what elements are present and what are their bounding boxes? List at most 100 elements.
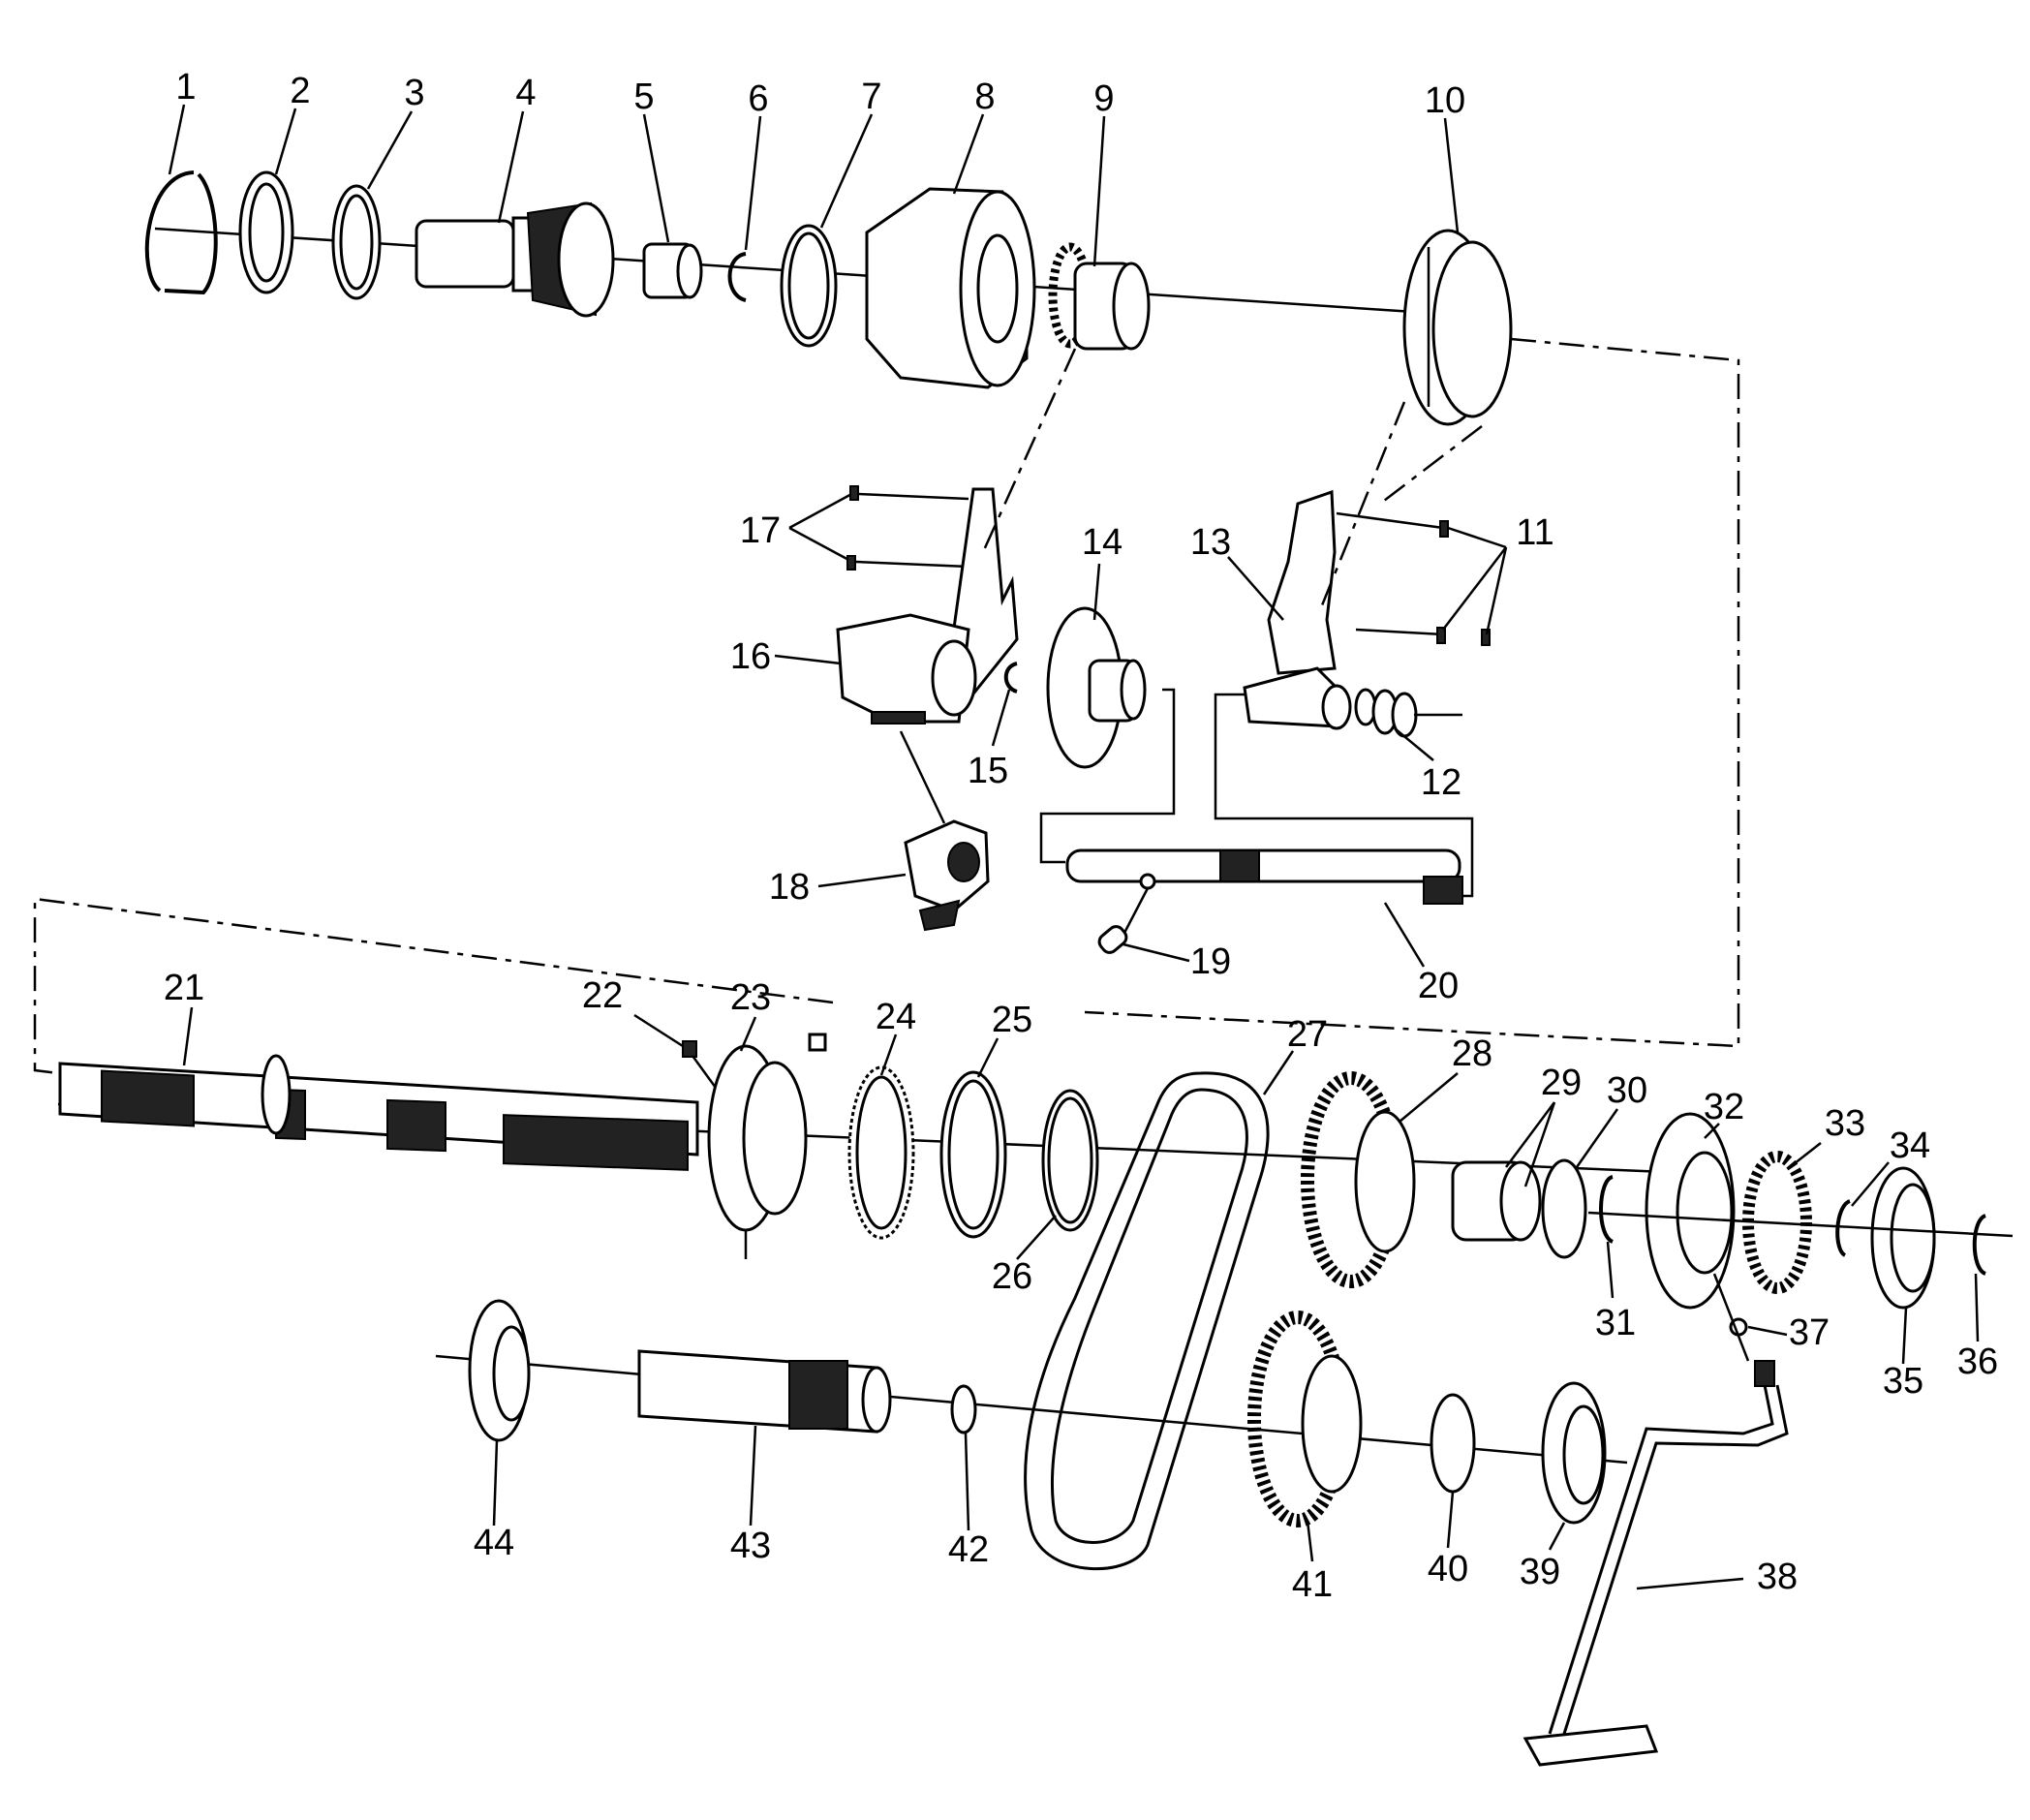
- part-11-pad-b: [1436, 627, 1446, 644]
- leader-4: [497, 110, 525, 224]
- callout-39: 39: [1520, 1552, 1560, 1592]
- part-31-snap-ring: [1599, 1175, 1615, 1244]
- part-20-rail-end: [1423, 876, 1463, 905]
- part-10-collar-face: [1431, 240, 1513, 418]
- part-40-washer: [1430, 1393, 1476, 1494]
- shift-fork-assembly: [788, 348, 1508, 954]
- leader-14: [1092, 563, 1101, 621]
- part-38-tube-b: [1562, 1384, 1789, 1735]
- callout-3: 3: [404, 73, 424, 113]
- callout-27: 27: [1287, 1014, 1328, 1055]
- leader-41: [1306, 1520, 1314, 1562]
- part-41-hub: [1301, 1354, 1363, 1494]
- part-5-bearing-face: [676, 243, 703, 299]
- callout-42: 42: [948, 1529, 989, 1570]
- part-24-blocker-inner: [855, 1075, 907, 1230]
- leader-20: [1383, 902, 1426, 968]
- part-8-carrier-hub: [976, 233, 1019, 344]
- part-43-splines: [788, 1360, 848, 1430]
- callout-14: 14: [1082, 522, 1123, 563]
- lower-centerline: [435, 1354, 1628, 1465]
- leader-27: [1262, 1050, 1295, 1095]
- part-34-snap-ring: [1835, 1199, 1852, 1257]
- callout-31: 31: [1595, 1303, 1636, 1343]
- part-17-pad-a: [849, 485, 859, 501]
- callout-32: 32: [1704, 1087, 1744, 1127]
- part-1-snap-ring: [144, 170, 195, 293]
- rail-bracket-left: [1039, 688, 1176, 864]
- part-27-chain-inner: [1050, 1088, 1248, 1544]
- collar-to-fork-dashed-2: [1379, 425, 1483, 505]
- callout-44: 44: [474, 1523, 514, 1563]
- part-30-washer: [1541, 1158, 1587, 1259]
- leader-42: [964, 1433, 970, 1531]
- callout-40: 40: [1428, 1549, 1468, 1589]
- part-2-washer-inner: [248, 182, 285, 283]
- tube-axis: [1712, 1273, 1750, 1362]
- part-38-tube-a: [1548, 1384, 1774, 1735]
- part-27-chain-outer: [1024, 1071, 1270, 1571]
- part-13-bore: [1321, 684, 1352, 730]
- part-43-shaft-end: [861, 1366, 892, 1434]
- part-22-key: [682, 1040, 697, 1058]
- part-38-tube-fitting: [1754, 1360, 1775, 1387]
- callout-22: 22: [582, 975, 623, 1016]
- part-13-fork: [1267, 489, 1337, 675]
- output-shaft-assembly: [435, 1299, 1628, 1527]
- leader-39: [1548, 1522, 1566, 1551]
- callout-41: 41: [1292, 1564, 1333, 1605]
- callout-33: 33: [1825, 1103, 1865, 1144]
- leader-8: [952, 113, 985, 195]
- leader-33: [1789, 1142, 1822, 1168]
- part-4-gear-face: [557, 201, 615, 318]
- callout-23: 23: [730, 977, 771, 1018]
- leader-43: [749, 1425, 757, 1527]
- part-4-shaft: [415, 219, 515, 289]
- leader-37: [1747, 1325, 1788, 1337]
- part-21-spline-d: [503, 1114, 689, 1171]
- callout-16: 16: [730, 636, 771, 677]
- leader-11: [1442, 526, 1508, 635]
- part-20-rail: [1065, 848, 1461, 883]
- callout-28: 28: [1452, 1033, 1492, 1074]
- callout-36: 36: [1957, 1342, 1998, 1382]
- leader-10: [1443, 117, 1460, 233]
- part-21-spline-c: [386, 1098, 446, 1153]
- leader-30: [1575, 1108, 1619, 1168]
- part-11-guide-a: [1336, 511, 1444, 530]
- part-1-snap-ring-back: [164, 172, 218, 295]
- callout-19: 19: [1190, 941, 1231, 982]
- part-11-guide-b: [1355, 628, 1444, 636]
- part-18-leader-path: [899, 730, 946, 824]
- callout-11: 11: [1516, 512, 1553, 553]
- part-7-ring-inner: [787, 231, 830, 340]
- leader-1: [168, 104, 186, 175]
- part-20-rail-splines: [1219, 849, 1260, 882]
- callout-numbers: 1 2 3 4 5 6 7 8 9 10 11 12 13 14 15 16 1…: [164, 67, 1998, 1605]
- callout-2: 2: [290, 71, 310, 111]
- callout-25: 25: [992, 1000, 1032, 1040]
- part-6-snap-ring: [727, 252, 747, 302]
- output-centerline: [1587, 1211, 2014, 1238]
- callout-29: 29: [1541, 1063, 1582, 1103]
- leader-35: [1901, 1307, 1908, 1365]
- part-29-bearing-face: [1499, 1160, 1542, 1242]
- leader-lines: [168, 104, 1980, 1590]
- part-16-fork-bore: [931, 639, 977, 717]
- callout-34: 34: [1890, 1126, 1930, 1166]
- callout-6: 6: [748, 78, 768, 119]
- callout-38: 38: [1757, 1557, 1798, 1597]
- leader-24: [879, 1033, 898, 1076]
- callout-26: 26: [992, 1256, 1032, 1297]
- part-28-hub: [1354, 1110, 1416, 1253]
- callout-15: 15: [968, 751, 1008, 791]
- part-19-pin-head: [1139, 873, 1156, 890]
- part-19-pin-axis: [1122, 887, 1150, 936]
- part-15-clip: [1003, 662, 1018, 694]
- part-35-bearing-face: [1890, 1183, 1936, 1293]
- assembly-path-dashed: [33, 337, 1740, 1075]
- leader-21: [182, 1006, 194, 1066]
- leader-34: [1851, 1161, 1890, 1207]
- part-21-spline-a: [101, 1069, 195, 1127]
